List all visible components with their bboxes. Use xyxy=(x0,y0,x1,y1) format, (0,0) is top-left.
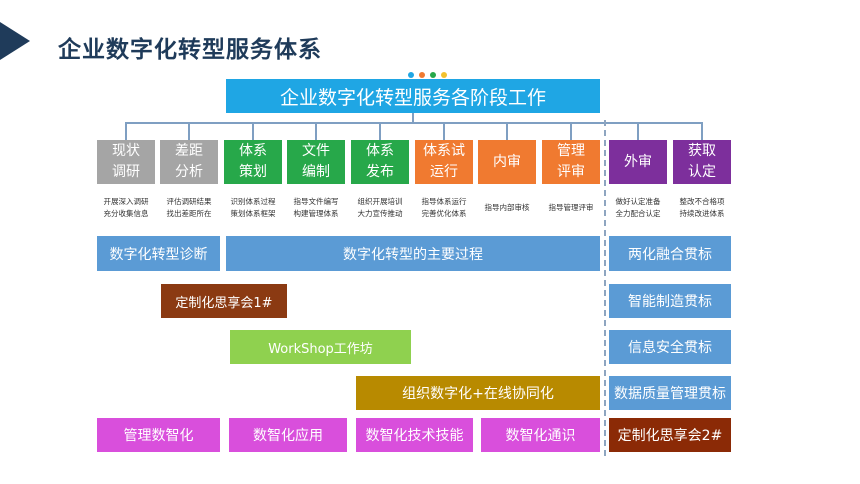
stage-box: 外审 xyxy=(609,140,667,184)
bottom-training-bar: 数智化技术技能 xyxy=(356,418,473,452)
connector-drop xyxy=(506,122,508,140)
connector-stem xyxy=(412,113,414,123)
stage-box: 现状 调研 xyxy=(97,140,155,184)
salon-1-bar: 定制化思享会1# xyxy=(161,284,287,318)
stage-description: 组织开展培训 大力宣传推动 xyxy=(349,188,411,228)
connector-drop xyxy=(379,122,381,140)
stage-box: 文件 编制 xyxy=(287,140,345,184)
stage-box: 体系 策划 xyxy=(224,140,282,184)
right-certification-bar: 数据质量管理贯标 xyxy=(609,376,731,410)
stage-box: 管理 评审 xyxy=(542,140,600,184)
bottom-training-bar: 数智化应用 xyxy=(229,418,347,452)
title-corner-arrow xyxy=(0,22,30,60)
decor-dot xyxy=(441,72,447,78)
phase-divider xyxy=(604,120,606,456)
stage-description: 做好认定准备 全力配合认定 xyxy=(607,188,669,228)
right-certification-bar: 两化融合贯标 xyxy=(609,236,731,271)
stage-box: 差距 分析 xyxy=(160,140,218,184)
connector-drop xyxy=(252,122,254,140)
decor-dot xyxy=(419,72,425,78)
stage-description: 指导体系运行 完善优化体系 xyxy=(413,188,475,228)
salon-2-bar: 定制化思享会2# xyxy=(609,418,731,452)
connector-drop xyxy=(570,122,572,140)
page-title: 企业数字化转型服务体系 xyxy=(58,37,322,63)
stage-description: 整改不合格项 持续改进体系 xyxy=(671,188,733,228)
main-process-bar: 数字化转型的主要过程 xyxy=(226,236,600,271)
decor-dot xyxy=(430,72,436,78)
stage-description: 指导文件编写 构建管理体系 xyxy=(285,188,347,228)
org-digital-bar: 组织数字化+在线协同化 xyxy=(356,376,600,410)
connector-horizontal xyxy=(125,122,703,124)
connector-drop xyxy=(637,122,639,140)
stage-description: 指导管理评审 xyxy=(540,188,602,228)
diagnosis-bar: 数字化转型诊断 xyxy=(97,236,220,271)
connector-drop xyxy=(188,122,190,140)
connector-drop xyxy=(701,122,703,140)
stage-box: 体系试 运行 xyxy=(415,140,473,184)
right-certification-bar: 信息安全贯标 xyxy=(609,330,731,364)
bottom-training-bar: 管理数智化 xyxy=(97,418,220,452)
stage-box: 体系 发布 xyxy=(351,140,409,184)
right-certification-bar: 智能制造贯标 xyxy=(609,284,731,318)
stages-banner: 企业数字化转型服务各阶段工作 xyxy=(226,79,600,113)
stage-description: 识别体系过程 策划体系框架 xyxy=(222,188,284,228)
connector-drop xyxy=(315,122,317,140)
stage-description: 评估调研结果 找出差距所在 xyxy=(158,188,220,228)
connector-drop xyxy=(443,122,445,140)
connector-drop xyxy=(125,122,127,140)
decor-dot xyxy=(408,72,414,78)
workshop-bar: WorkShop工作坊 xyxy=(230,330,411,364)
stage-description: 开展深入调研 充分收集信息 xyxy=(95,188,157,228)
stage-description: 指导内部审核 xyxy=(476,188,538,228)
stage-box: 内审 xyxy=(478,140,536,184)
stage-box: 获取 认定 xyxy=(673,140,731,184)
bottom-training-bar: 数智化通识 xyxy=(481,418,600,452)
